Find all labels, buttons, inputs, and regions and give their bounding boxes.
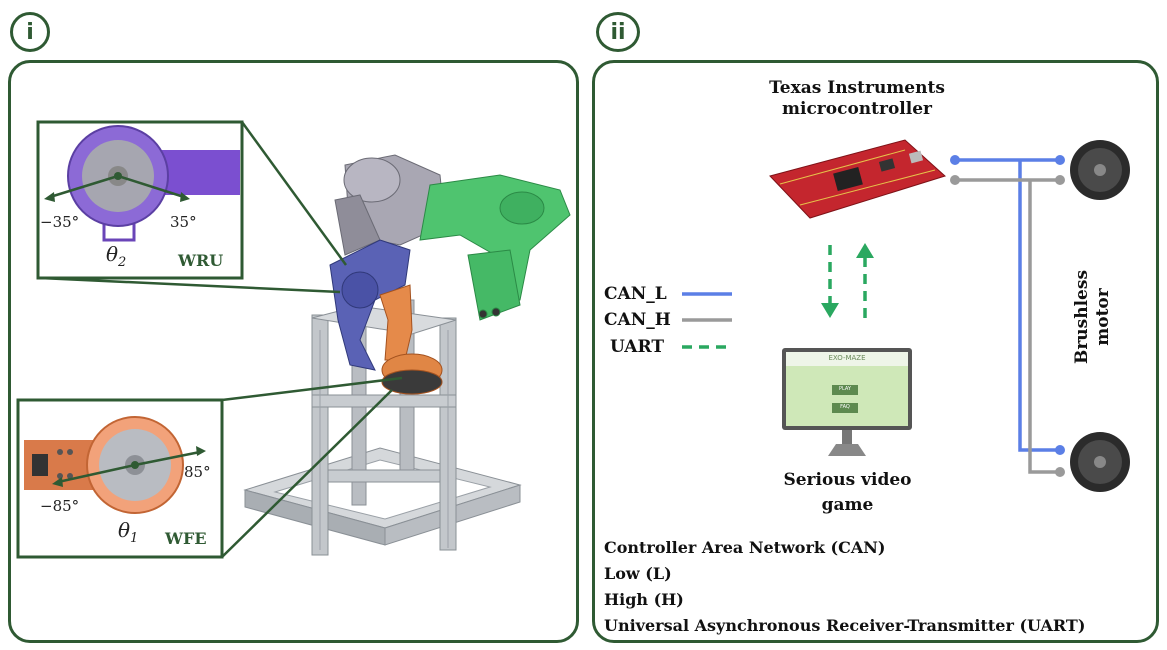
can-bus-lines [955,158,1060,474]
brushless-motor-top [1070,140,1130,200]
microcontroller-board [769,139,946,219]
legend-uart-label: UART [610,337,664,357]
glossary-item: Low (L) [604,564,672,583]
can-l-node [950,155,960,165]
wru-joint-label: WRU [178,251,224,270]
aluminum-frame [243,299,522,556]
wfe-callout-line-top [221,376,403,402]
game-screen-title: EXO-MAZE [828,354,866,362]
wru-callout-line-bottom [39,276,341,294]
wru-angle-right: 35° [170,213,197,231]
can-h-node-motor2 [1055,467,1065,477]
wfe-joint-label: WFE [165,529,207,548]
mcu-label: Texas Instruments microcontroller [769,78,945,119]
glossary-item: Controller Area Network (CAN) [604,538,886,557]
wfe-theta-label: θ1 [118,518,139,547]
robot-wru-blue [329,239,411,371]
wfe-angle-right: 85° [184,463,211,481]
can-h-node [950,175,960,185]
wru-joint-drawing [44,125,240,242]
robot-arm-green [419,174,571,321]
can-l-node-motor2 [1055,445,1065,455]
uart-arrow-up-head [856,243,874,258]
legend-can-l-label: CAN_L [604,284,667,304]
panel-i-badge: i [10,12,50,52]
game-label: Serious video game [783,470,912,515]
panel-ii-badge: ii [596,12,640,52]
glossary: Controller Area Network (CAN) Low (L) Hi… [604,535,1085,639]
uart-arrows [828,245,867,318]
brushless-motor-bottom [1070,432,1130,492]
game-faq-button: FAQ [840,404,850,410]
glossary-item: High (H) [604,590,684,609]
glossary-item: Universal Asynchronous Receiver-Transmit… [604,616,1086,635]
wfe-joint-drawing [24,416,206,514]
robot-housing-gray [334,154,446,256]
wfe-callout-line-bottom [221,389,393,558]
can-l-node-motor1 [1055,155,1065,165]
game-monitor [782,348,912,456]
game-play-button: PLAY [838,386,851,392]
legend-can-h-label: CAN_H [604,310,671,330]
robot-wfe-orange [379,284,443,395]
wru-callout-line-top [240,121,348,266]
wru-angle-left: −35° [40,213,80,231]
wfe-angle-left: −85° [40,497,80,515]
uart-arrow-down-head [821,303,839,318]
motor-label: Brushless motor [1072,269,1113,365]
wru-theta-label: θ2 [106,242,127,271]
can-h-node-motor1 [1055,175,1065,185]
